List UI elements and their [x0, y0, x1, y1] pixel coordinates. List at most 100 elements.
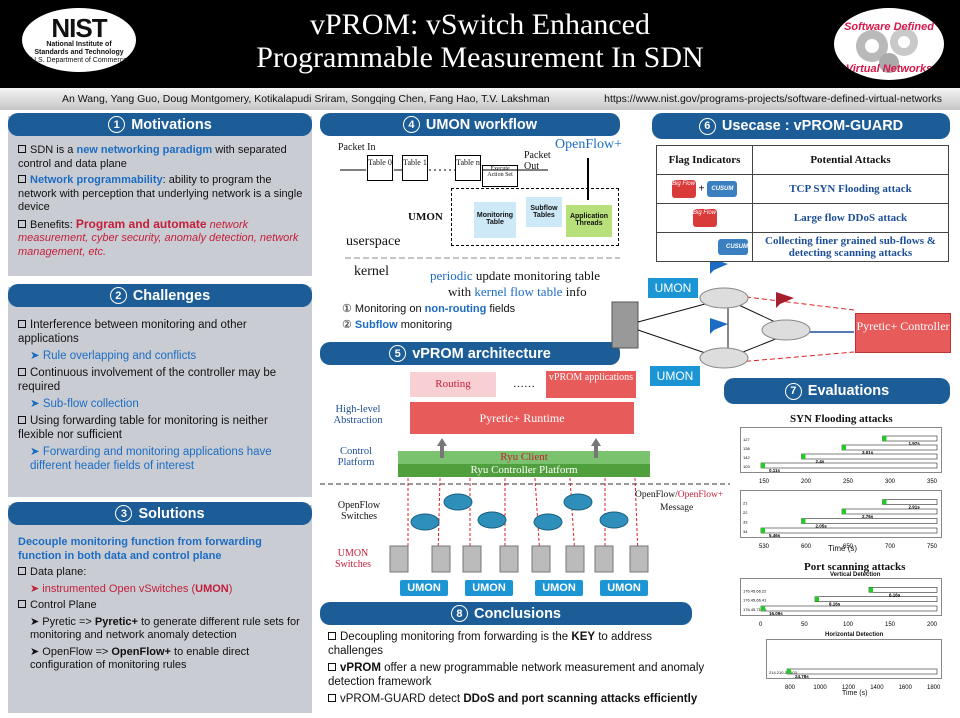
data-point [801, 454, 806, 459]
y-tick-label: 33 [743, 520, 748, 525]
challenges-panel [8, 287, 312, 497]
motivations-text: SDN is a new networking paradigm with se… [18, 144, 303, 258]
data-bar [841, 508, 938, 515]
y-tick-label: 214.210.24.103 [769, 670, 798, 675]
x-tick-label: 700 [885, 544, 896, 550]
data-bar [760, 605, 938, 612]
x-tick-label: 530 [759, 544, 770, 550]
data-bar [841, 444, 938, 451]
data-label: 2.76s [862, 514, 874, 519]
x-tick-label: 50 [801, 622, 808, 628]
x-tick-label: 250 [843, 479, 854, 485]
y-tick-label: 127 [743, 437, 750, 442]
header-bar: NIST National Institute of Standards and… [0, 0, 960, 88]
data-bar [760, 527, 938, 534]
umon-dashed-box [451, 188, 619, 246]
data-label: 16.09s [769, 611, 783, 616]
data-point [787, 669, 791, 674]
x-tick-label: 1400 [870, 685, 884, 691]
data-label: 0.11s [769, 468, 781, 473]
org-line2: Standards and Technology [34, 49, 124, 56]
solutions-panel [8, 505, 312, 713]
x-tick-label: 200 [801, 479, 812, 485]
x-tick-label: 800 [785, 685, 796, 691]
data-point [801, 518, 806, 524]
data-label: 2.91s [909, 505, 921, 510]
author-bar: An Wang, Yang Guo, Doug Montgomery, Koti… [0, 88, 960, 110]
x-tick-label: 650 [843, 544, 854, 550]
y-tick-label: 22 [743, 510, 748, 515]
title-line1: vPROM: vSwitch Enhanced [310, 8, 650, 41]
svg-text:Software Defined: Software Defined [844, 21, 934, 33]
y-tick-label: 34 [743, 529, 748, 534]
y-tick-label: 176.45.71.86 [743, 607, 767, 612]
y-tick-label: 176.45.66.22 [743, 588, 767, 593]
x-tick-label: 750 [927, 544, 938, 550]
gears-icon: Software Defined Virtual Networks [844, 21, 934, 75]
data-label: 2.05s [816, 524, 828, 529]
sdvn-badge: Software Defined Virtual Networks [834, 8, 944, 80]
data-bar [760, 462, 938, 469]
data-label: 1.97s [909, 441, 921, 446]
x-tick-label: 150 [885, 622, 896, 628]
chart-syn-1: 103 0.11s 142 2.4s 138 3.01s 127 1.97s 150 200 250… [740, 427, 942, 485]
solutions-text: Decouple monitoring function from forwar… [18, 536, 300, 671]
x-tick-label: 150 [759, 479, 770, 485]
y-tick-label: 21 [743, 501, 748, 506]
data-label: 5.46s [769, 533, 781, 538]
y-tick-label: 176.45.66.41 [743, 598, 767, 603]
x-tick-label: 0 [759, 622, 763, 628]
syn-title: SYN Flooding attacks [790, 413, 893, 425]
svg-text:Virtual Networks: Virtual Networks [846, 63, 932, 75]
data-label: 6.16s [889, 592, 901, 597]
data-label: 3.01s [862, 450, 874, 455]
x-tick-label: 100 [843, 622, 854, 628]
data-bar [786, 668, 938, 675]
motivations-panel [8, 116, 312, 276]
challenges-text: Interference between monitoring and othe… [18, 319, 277, 472]
y-tick-label: 138 [743, 446, 750, 451]
x-tick-label: 1200 [842, 685, 856, 691]
title-line2: Programmable Measurement In SDN [256, 41, 704, 74]
data-point [842, 445, 846, 450]
port-title: Port scanning attacks [804, 561, 906, 573]
x-tick-label: 1000 [813, 685, 827, 691]
data-point [869, 587, 873, 593]
project-url[interactable]: https://www.nist.gov/programs-projects/s… [604, 93, 942, 105]
workflow-arrows [340, 158, 620, 259]
data-point [882, 499, 887, 505]
data-label: 2.4s [816, 459, 825, 464]
architecture-network [320, 438, 730, 573]
y-tick-label: 103 [743, 464, 750, 469]
data-point [761, 463, 765, 468]
authors: An Wang, Yang Guo, Doug Montgomery, Koti… [62, 93, 550, 105]
data-point [761, 528, 765, 533]
x-tick-label: 200 [927, 622, 938, 628]
y-tick-label: 142 [743, 455, 750, 460]
data-label: 24.78s [795, 674, 809, 679]
poster-title: vPROM: vSwitch Enhanced Programmable Mea… [170, 8, 790, 74]
x-tick-label: 300 [885, 479, 896, 485]
x-tick-label: 1600 [899, 685, 913, 691]
x-tick-label: 1800 [927, 685, 941, 691]
data-point [882, 436, 887, 441]
data-bar [868, 587, 938, 593]
org-line3: U.S. Department of Commerce [30, 57, 128, 64]
nist-logo: NIST National Institute of Standards and… [22, 8, 136, 72]
data-label: 8.16s [829, 602, 841, 607]
conclusions-text: Decoupling monitoring from forwarding is… [328, 631, 705, 705]
org-line1: National Institute of [46, 41, 112, 48]
chart-syn-2: 34 5.46s 33 2.05s 22 2.76s 21 2.91s 530 600 650 700… [740, 490, 942, 550]
x-tick-label: 600 [801, 544, 812, 550]
